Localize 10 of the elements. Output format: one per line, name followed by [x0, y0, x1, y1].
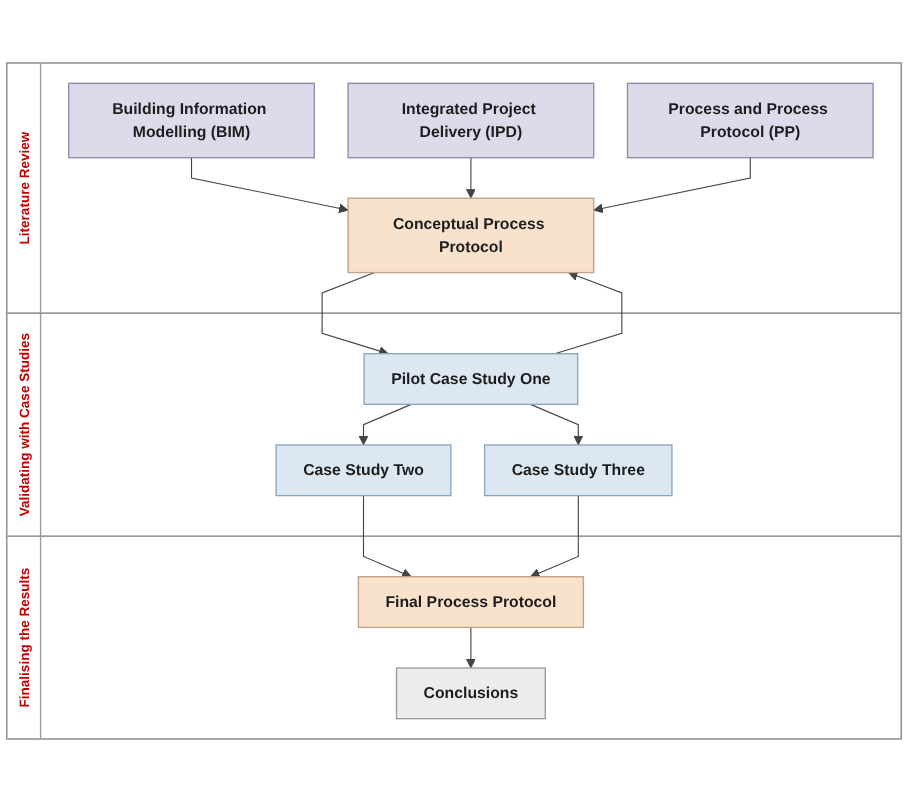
arrow — [465, 157, 476, 199]
arrow — [321, 272, 389, 356]
arrow — [593, 157, 751, 214]
arrow — [358, 403, 412, 446]
arrow — [530, 495, 579, 578]
arrow — [554, 271, 623, 355]
arrow — [530, 403, 584, 446]
arrow — [362, 495, 412, 578]
arrow — [465, 626, 476, 669]
arrow — [190, 157, 349, 214]
